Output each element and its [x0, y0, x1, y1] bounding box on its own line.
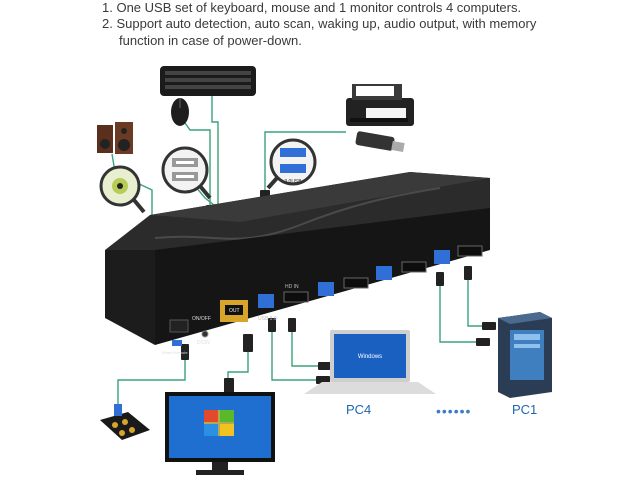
out-label: OUT — [229, 308, 240, 314]
desktop-tower-icon — [498, 312, 552, 398]
speakers-icon — [97, 122, 133, 154]
remote-port — [172, 340, 182, 346]
laptop-screen-text: Windows — [358, 354, 382, 360]
printer-icon — [346, 84, 414, 126]
on-off-label: ON/OFF — [192, 316, 211, 322]
dc5v-label: DC5V — [197, 340, 211, 346]
feature-line-2: 2. Support auto detection, auto scan, wa… — [102, 16, 537, 31]
pc-separator-dots: •••••• — [436, 403, 472, 419]
usb-port — [258, 250, 450, 308]
wired-remote-icon — [100, 404, 150, 440]
feature-line-3: function in case of power-down. — [119, 33, 302, 48]
usb-drive-icon — [355, 131, 405, 152]
usb-port-label: USB 3.0 — [258, 316, 277, 322]
laptop-icon: Windows — [304, 330, 436, 394]
mouse-icon — [171, 98, 189, 126]
usb3-port-magnifier-icon: 3.0USB — [266, 138, 317, 190]
hdmi-in-port — [283, 245, 483, 303]
dc-jack — [201, 330, 209, 338]
keyboard-icon — [160, 66, 256, 96]
power-switch — [169, 319, 189, 333]
usb-port-magnifier-icon — [161, 146, 212, 200]
pc4-label: PC4 — [346, 402, 372, 417]
hdmi-in-label: HD IN — [285, 284, 299, 290]
feature-line-1: 1. One USB set of keyboard, mouse and 1 … — [102, 0, 522, 15]
kvm-switch: OUT USB 3.0 HD IN ON/OFF DC5V Wired Remo… — [105, 172, 490, 355]
wired-remote-label: Wired Remote — [162, 350, 188, 355]
usb3-text: 3.0USB — [284, 179, 302, 185]
pc1-label: PC1 — [512, 402, 538, 417]
audio-jack-magnifier-icon — [99, 165, 146, 214]
monitor-icon — [165, 392, 275, 475]
